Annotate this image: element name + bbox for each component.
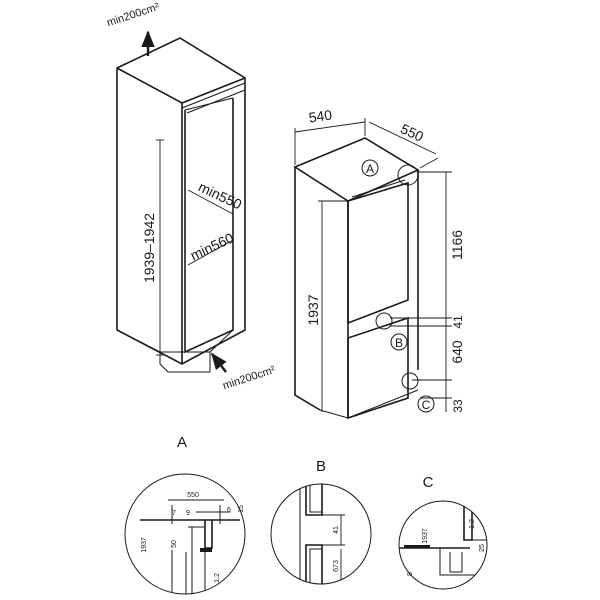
fridge-base-label: 33 [451, 399, 465, 413]
detail-b-title: B [316, 458, 326, 475]
detail-a-50: 50 [171, 540, 178, 548]
fridge-width-label: 540 [308, 106, 334, 125]
detail-a-title: A [177, 434, 187, 451]
detail-b-upper-door [305, 484, 323, 516]
detail-b-41: 41 [333, 526, 340, 534]
cabinet-top-lip [181, 82, 246, 109]
cabinet-plinth-right [209, 329, 234, 353]
marker-a-label: A [366, 162, 374, 176]
vent-bottom-label: min200cm² [221, 364, 277, 392]
fridge-left-side [294, 167, 321, 411]
detail-c-8: 8 [407, 572, 414, 576]
cabinet-back-wall [184, 97, 234, 111]
fridge-height-label: 1937 [305, 294, 321, 325]
detail-c-title: C [423, 474, 434, 491]
detail-c-foot [449, 552, 463, 573]
detail-c-25: 25 [479, 544, 486, 552]
detail-c-door [463, 501, 473, 541]
detail-b-673: 673 [333, 560, 340, 572]
width-dim-line [294, 121, 366, 133]
detail-c-12: 1.2 [469, 519, 476, 529]
detail-a-1937: 1937 [141, 537, 148, 553]
detail-a-content [140, 499, 240, 594]
depth-ext [419, 157, 439, 169]
detail-b-upper-inner [309, 484, 322, 513]
cabinet-opening [184, 98, 234, 354]
detail-b-lower-inner [309, 548, 322, 584]
detail-a-550: 550 [187, 492, 199, 499]
cabinet-top-lip-inner [186, 89, 246, 114]
detail-b-circle [270, 483, 372, 585]
detail-c-1937: 1937 [422, 528, 429, 544]
detail-a-door [188, 526, 206, 594]
vent-arrow-bottom [210, 352, 227, 373]
marker-b-label: B [395, 336, 403, 350]
marker-b-circle [390, 333, 408, 351]
detail-c-content [399, 501, 487, 576]
vent-top-label: min200cm² [105, 1, 161, 29]
depth-dim-line [368, 121, 437, 155]
detail-a-circle [124, 473, 246, 595]
cabinet-plinth [159, 351, 211, 373]
marker-c-circle [417, 395, 435, 413]
marker-c-target [401, 372, 419, 390]
detail-a-seal [200, 548, 212, 552]
cabinet-width-label: min560 [188, 229, 237, 263]
detail-a-9: 9 [186, 510, 190, 517]
detail-a-7: 7 [172, 510, 176, 517]
fridge-upper-door [347, 181, 409, 325]
fridge-top-hinge [351, 179, 406, 198]
marker-c-label: C [422, 398, 431, 412]
detail-c-plinth [439, 548, 470, 576]
detail-a-panel [204, 520, 213, 549]
depth-guide [187, 189, 234, 215]
fridge-lower-label: 640 [449, 340, 465, 364]
detail-c-circle [398, 500, 488, 590]
fridge-depth-label: 550 [398, 120, 426, 144]
fridge-lower-door [347, 316, 409, 420]
detail-a-15: 15 [238, 505, 245, 513]
detail-c-seal [404, 545, 430, 548]
fridge-gap-label: 41 [451, 315, 465, 329]
marker-a-circle [361, 159, 379, 177]
fridge-drawing [293, 118, 452, 420]
cabinet-plinth-line [116, 329, 161, 353]
fridge-bottom-rail [319, 389, 419, 419]
detail-a-6: 6 [227, 507, 231, 514]
cabinet-drawing [116, 30, 246, 373]
detail-b-lower-door [305, 544, 323, 584]
fridge-upper-label: 1166 [449, 230, 465, 260]
width-guide [187, 239, 234, 266]
marker-a-target [397, 164, 419, 186]
marker-b-target [375, 312, 393, 330]
cabinet-height-label: 1939–1942 [141, 213, 157, 283]
detail-a-12: 1.2 [214, 573, 221, 583]
